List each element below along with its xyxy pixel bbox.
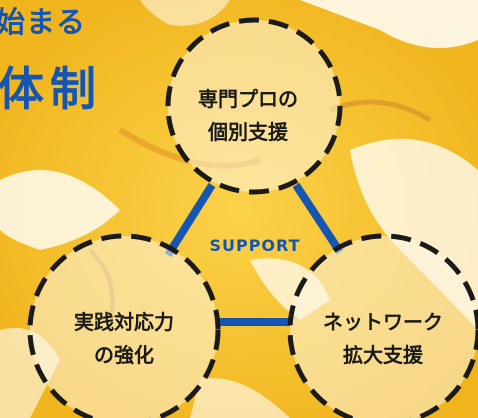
node-label-right: ネットワーク 拡大支援	[300, 306, 466, 372]
petal-shape	[140, 0, 230, 26]
node-label-line: 専門プロの	[198, 87, 298, 111]
node-label-line: 個別支援	[208, 120, 288, 144]
node-label-line: の強化	[94, 343, 154, 367]
node-label-line: 実践対応力	[74, 310, 174, 334]
heading-line-1: 始まる	[0, 5, 87, 39]
node-label-left: 実践対応力 の強化	[24, 306, 224, 372]
node-circle-top	[165, 17, 343, 195]
support-label: SUPPORT	[209, 236, 301, 255]
connector-line-left	[164, 182, 216, 258]
connector-line-right	[292, 182, 344, 255]
node-label-top: 専門プロの 個別支援	[172, 83, 324, 149]
petal-shape	[190, 378, 290, 418]
heading-line-2: 体制	[0, 62, 102, 116]
node-circle-left	[27, 233, 221, 418]
node-label-line: 拡大支援	[343, 343, 423, 367]
petal-shape	[0, 170, 120, 250]
node-label-line: ネットワーク	[323, 310, 443, 334]
node-circle-right	[287, 233, 478, 418]
petal-shape	[300, 0, 478, 48]
